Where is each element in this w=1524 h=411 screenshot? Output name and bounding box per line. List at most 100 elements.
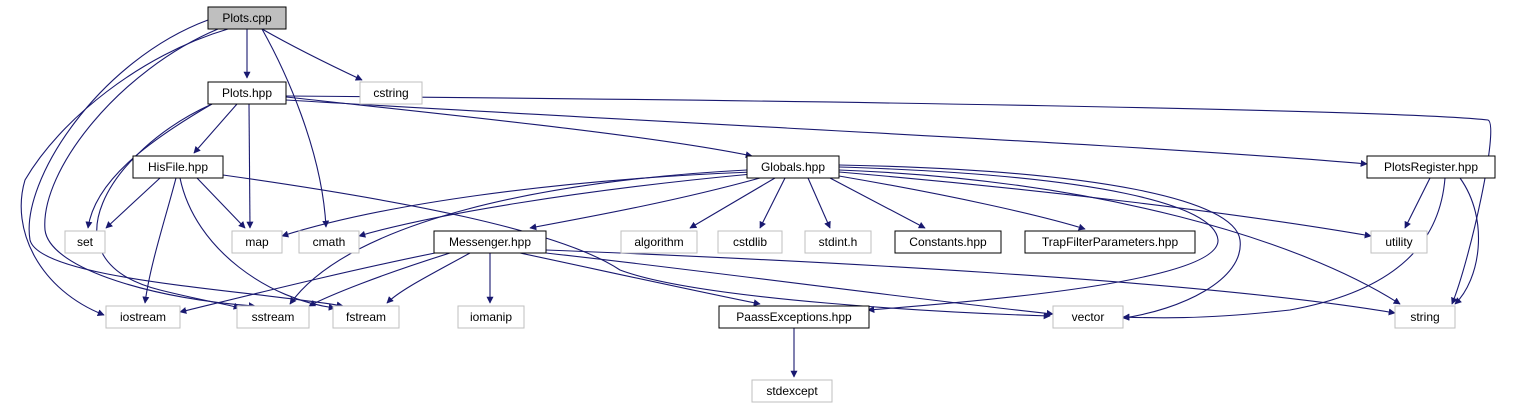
edge-messenger-hpp-to-vector — [545, 252, 1054, 317]
node-label-paassexceptions-hpp: PaassExceptions.hpp — [736, 310, 852, 324]
node-label-fstream: fstream — [346, 310, 386, 324]
edge-plotsregister-hpp-to-utility — [1404, 177, 1431, 229]
edge-globals-hpp-to-paassexceptions-hpp — [838, 166, 1219, 314]
node-box-hisfile-hpp — [132, 155, 224, 179]
node-box-constants-hpp — [894, 230, 1002, 254]
node-stdexcept: stdexcept — [751, 379, 833, 403]
node-trapfilterparameters-hpp[interactable]: TrapFilterParameters.hpp — [1024, 230, 1196, 254]
node-box-vector — [1052, 305, 1124, 329]
node-label-stdint-h: stdint.h — [819, 235, 858, 249]
edge-plots-hpp-to-globals-hpp — [285, 96, 753, 159]
node-box-plotsregister-hpp — [1366, 155, 1496, 179]
node-cstdlib: cstdlib — [717, 230, 783, 254]
node-label-stdexcept: stdexcept — [766, 384, 818, 398]
node-set: set — [64, 230, 106, 254]
node-algorithm: algorithm — [620, 230, 698, 254]
node-messenger-hpp[interactable]: Messenger.hpp — [433, 230, 547, 254]
node-label-plots-cpp: Plots.cpp — [222, 11, 272, 25]
node-box-utility — [1370, 230, 1428, 254]
node-box-globals-hpp — [746, 155, 840, 179]
edge-plots-hpp-to-string — [285, 95, 1492, 305]
node-label-messenger-hpp: Messenger.hpp — [449, 235, 531, 249]
edge-plots-hpp-to-set — [85, 103, 213, 229]
node-label-plots-hpp: Plots.hpp — [222, 86, 272, 100]
node-vector: vector — [1052, 305, 1124, 329]
node-cmath: cmath — [298, 230, 360, 254]
node-box-iomanip — [457, 305, 525, 329]
edge-messenger-hpp-to-fstream — [386, 252, 471, 304]
node-label-cstdlib: cstdlib — [733, 235, 767, 249]
node-label-plotsregister-hpp: PlotsRegister.hpp — [1384, 160, 1478, 174]
edge-plots-cpp-to-cstring — [261, 28, 363, 81]
edges-layer — [20, 19, 1492, 378]
edge-messenger-hpp-to-paassexceptions-hpp — [519, 252, 761, 307]
node-utility: utility — [1370, 230, 1428, 254]
node-box-stdint-h — [804, 230, 872, 254]
node-paassexceptions-hpp[interactable]: PaassExceptions.hpp — [718, 305, 870, 329]
node-box-cmath — [298, 230, 360, 254]
node-box-fstream — [332, 305, 400, 329]
node-label-string: string — [1410, 310, 1439, 324]
node-plots-cpp[interactable]: Plots.cpp — [207, 6, 287, 30]
edge-globals-hpp-to-cmath — [358, 173, 753, 238]
edge-hisfile-hpp-to-set — [105, 177, 161, 229]
edge-hisfile-hpp-to-map — [196, 177, 246, 229]
node-label-algorithm: algorithm — [634, 235, 683, 249]
edge-globals-hpp-to-vector — [838, 164, 1241, 321]
node-label-cmath: cmath — [313, 235, 346, 249]
edge-plots-cpp-to-sstream — [44, 28, 256, 310]
edge-globals-hpp-to-messenger-hpp — [529, 177, 761, 231]
edge-globals-hpp-to-cstdlib — [759, 177, 786, 229]
edge-globals-hpp-to-string — [838, 169, 1401, 305]
node-map: map — [231, 230, 283, 254]
edge-plots-hpp-to-plotsregister-hpp — [285, 99, 1368, 167]
node-label-cstring: cstring — [373, 86, 408, 100]
node-globals-hpp[interactable]: Globals.hpp — [746, 155, 840, 179]
node-label-map: map — [245, 235, 269, 249]
node-box-stdexcept — [751, 379, 833, 403]
node-label-trapfilterparameters-hpp: TrapFilterParameters.hpp — [1042, 235, 1179, 249]
edge-plots-hpp-to-hisfile-hpp — [193, 103, 238, 154]
node-box-plots-hpp — [207, 81, 287, 105]
edge-messenger-hpp-to-string — [545, 249, 1396, 316]
edge-globals-hpp-to-sstream — [289, 169, 748, 305]
edge-messenger-hpp-to-sstream — [308, 252, 451, 307]
edge-plots-cpp-to-cmath — [261, 28, 330, 228]
edge-globals-hpp-to-stdint-h — [807, 177, 831, 229]
node-box-paassexceptions-hpp — [718, 305, 870, 329]
node-constants-hpp[interactable]: Constants.hpp — [894, 230, 1002, 254]
edge-globals-hpp-to-map — [281, 171, 753, 238]
edge-globals-hpp-to-constants-hpp — [829, 177, 926, 229]
node-box-set — [64, 230, 106, 254]
node-box-map — [231, 230, 283, 254]
node-label-set: set — [77, 235, 94, 249]
node-iostream: iostream — [105, 305, 181, 329]
edge-globals-hpp-to-algorithm — [689, 177, 776, 229]
node-box-messenger-hpp — [433, 230, 547, 254]
node-iomanip: iomanip — [457, 305, 525, 329]
edge-plots-cpp-to-iostream — [20, 28, 229, 316]
node-box-cstdlib — [717, 230, 783, 254]
node-label-hisfile-hpp: HisFile.hpp — [148, 160, 208, 174]
node-label-sstream: sstream — [252, 310, 295, 324]
node-label-vector: vector — [1072, 310, 1105, 324]
edge-globals-hpp-to-trapfilterparameters-hpp — [838, 175, 1086, 231]
node-plots-hpp[interactable]: Plots.hpp — [207, 81, 287, 105]
node-box-trapfilterparameters-hpp — [1024, 230, 1196, 254]
node-hisfile-hpp[interactable]: HisFile.hpp — [132, 155, 224, 179]
node-box-iostream — [105, 305, 181, 329]
node-box-cstring — [359, 81, 423, 105]
node-label-utility: utility — [1385, 235, 1412, 249]
node-stdint-h: stdint.h — [804, 230, 872, 254]
node-sstream: sstream — [236, 305, 310, 329]
edge-plots-hpp-to-sstream — [96, 103, 241, 310]
node-label-constants-hpp: Constants.hpp — [909, 235, 987, 249]
edge-plots-cpp-to-fstream — [28, 19, 344, 309]
edge-plotsregister-hpp-to-string — [1454, 177, 1479, 305]
node-fstream: fstream — [332, 305, 400, 329]
node-plotsregister-hpp[interactable]: PlotsRegister.hpp — [1366, 155, 1496, 179]
node-box-sstream — [236, 305, 310, 329]
edge-globals-hpp-to-utility — [838, 171, 1372, 239]
edge-hisfile-hpp-to-iostream — [142, 177, 177, 304]
